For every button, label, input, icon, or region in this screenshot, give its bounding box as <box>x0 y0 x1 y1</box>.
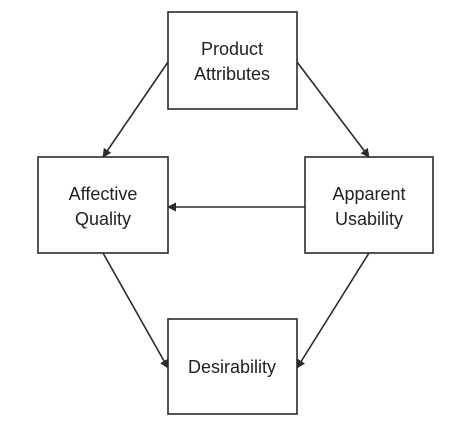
node-affective-quality-line-2: Quality <box>75 209 131 229</box>
node-apparent-usability-line-1: Apparent <box>332 184 405 204</box>
node-product-attributes-line-1: Product <box>201 39 263 59</box>
node-affective-quality-line-1: Affective <box>69 184 138 204</box>
node-product-attributes: Product Attributes <box>167 11 298 110</box>
node-apparent-usability-line-2: Usability <box>335 209 403 229</box>
node-apparent-usability: Apparent Usability <box>304 156 434 254</box>
node-desirability-label: Desirability <box>188 357 276 377</box>
node-product-attributes-line-2: Attributes <box>194 64 270 84</box>
edge-product-to-affective <box>102 61 169 158</box>
edge-apparent-to-desirability <box>296 252 370 369</box>
node-desirability: Desirability <box>167 318 298 415</box>
edge-affective-to-desirability <box>102 252 169 369</box>
edge-product-to-apparent <box>296 61 370 158</box>
node-affective-quality: Affective Quality <box>37 156 169 254</box>
